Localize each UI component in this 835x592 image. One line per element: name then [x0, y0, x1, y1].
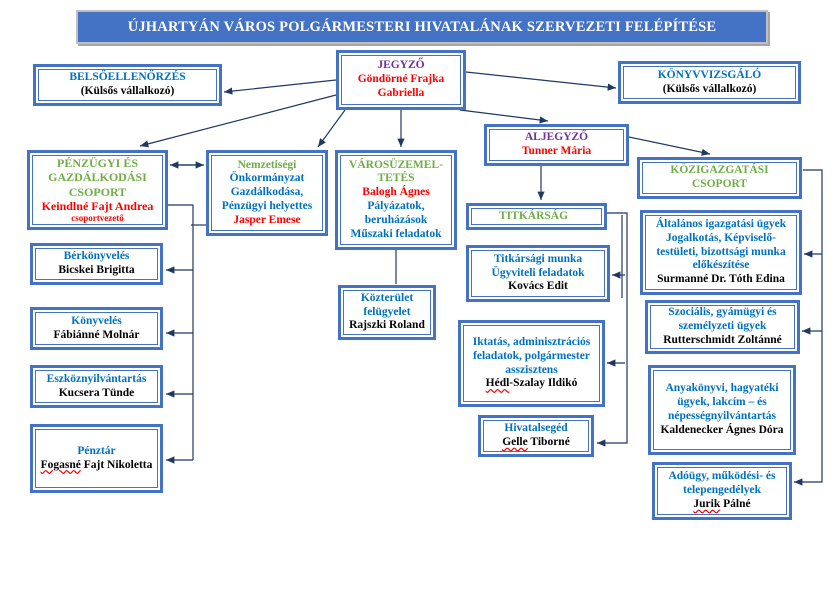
kozigazgatasi-box: KÖZIGAZGATÁSI CSOPORT — [637, 157, 802, 199]
unit-role: Titkársági munka Ügyviteli feladatok — [491, 252, 585, 279]
name-part: -Szalay Ildikó — [509, 377, 578, 390]
unit-anyakonyvi: Anyakönyvi, hagyatéki ügyek, lakcím – és… — [648, 365, 796, 455]
unit-name: Kovács Edit — [508, 280, 568, 293]
jegyzo-name: Göndörné Frajka Gabriella — [357, 73, 445, 99]
belso-role: BELSŐELLENŐRZÉS — [69, 71, 186, 84]
unit-role: Anyakönyvi, hagyatéki ügyek, lakcím – és… — [665, 382, 779, 422]
varosuzemeltetes-box: VÁROSÜZEMEL-TETÉS Balogh Ágnes Pályázato… — [335, 150, 457, 250]
name-part: Gelle — [502, 436, 528, 448]
unit-role: Adóügy, működési- és telepengedélyek — [668, 470, 776, 497]
unit-name: Gelle Tiborné — [502, 436, 570, 450]
belso-sub: (Külsős vállalkozó) — [80, 85, 175, 97]
penzugyi-role: PÉNZÜGYI ÉS GAZDÁLKODÁSI CSOPORT — [48, 155, 147, 199]
unit-eszkoznyilvantartas: Eszköznyilvántartás Kucsera Tünde — [30, 365, 163, 408]
konyvvizsgalo-sub: (Külsős vállalkozó) — [662, 82, 757, 95]
unit-altalanos-igazgatas: Általános igazgatási ügyek Jogalkotás, K… — [640, 210, 802, 295]
unit-name: Fogasné Fajt Nikoletta — [41, 459, 153, 473]
aljegyzo-name: Tunner Mária — [521, 145, 592, 157]
unit-name: Hédl-Szalay Ildikó — [486, 377, 578, 391]
unit-iktatas: Iktatás, adminisztrációs feladatok, polg… — [458, 320, 605, 407]
unit-hivatalseged: Hivatalsegéd Gelle Tiborné — [478, 415, 594, 457]
nemzetisegi-role: Nemzetiségi — [237, 158, 297, 171]
unit-role: Hivatalsegéd — [504, 422, 568, 435]
unit-role: Általános igazgatási ügyek Jogalkotás, K… — [655, 218, 787, 272]
jegyzo-box: JEGYZŐ Göndörné Frajka Gabriella — [336, 50, 466, 110]
unit-name: Rutterschmidt Zoltánné — [663, 333, 782, 346]
unit-role: Könyvelés — [71, 314, 122, 327]
unit-name: Fábiánné Molnár — [53, 328, 140, 341]
nemzetisegi-box: Nemzetiségi Önkormányzat Gazdálkodása, P… — [206, 150, 328, 236]
aljegyzo-role: ALJEGYZŐ — [524, 131, 589, 144]
name-part: Fogasné — [40, 458, 81, 471]
unit-name: Surmanné Dr. Tóth Edina — [657, 273, 785, 286]
penzugyi-box: PÉNZÜGYI ÉS GAZDÁLKODÁSI CSOPORT Keindln… — [27, 150, 168, 230]
titkarsag-box: TITKÁRSÁG — [466, 203, 607, 230]
unit-konyveles: Könyvelés Fábiánné Molnár — [30, 307, 163, 350]
varos-name: Balogh Ágnes — [362, 186, 430, 199]
unit-name: Kucsera Tünde — [58, 386, 135, 399]
kozterulet-name: Rajszki Roland — [349, 319, 425, 332]
unit-role: Pénztár — [77, 444, 116, 457]
unit-szocialis: Szociális, gyámügyi és személyzeti ügyek… — [645, 300, 800, 354]
kozig-role: KÖZIGAZGATÁSI CSOPORT — [670, 164, 769, 190]
penzugyi-position: csoportvezető — [71, 213, 124, 224]
name-part: Fajt Nikoletta — [80, 458, 153, 471]
unit-role: Eszköznyilvántartás — [46, 372, 147, 385]
aljegyzo-box: ALJEGYZŐ Tunner Mária — [484, 124, 629, 166]
unit-name: Kaldenecker Ágnes Dóra — [660, 423, 784, 436]
unit-role: Iktatás, adminisztrációs feladatok, polg… — [472, 335, 591, 376]
kozterulet-role: Közterület felügyelet — [360, 291, 414, 318]
name-part: Pálné — [720, 497, 751, 510]
name-part: Hédl — [485, 377, 510, 390]
unit-berkonyveles: Bérkönyvelés Bicskei Brigitta — [30, 243, 163, 285]
titkarsag-role: TITKÁRSÁG — [499, 209, 569, 222]
varos-tasks: Pályázatok, beruházások Műszaki feladato… — [350, 200, 442, 240]
unit-titkarsagi-munka: Titkársági munka Ügyviteli feladatok Kov… — [466, 245, 610, 302]
unit-role: Bérkönyvelés — [63, 250, 130, 263]
name-part: Tiborné — [527, 436, 570, 448]
konyvvizsgalo-box: KÖNYVVIZSGÁLÓ (Külsős vállalkozó) — [618, 61, 801, 104]
unit-name: Jurik Pálné — [693, 498, 750, 512]
penzugyi-name: Keindlné Fajt Andrea — [41, 199, 154, 213]
nemzetisegi-name: Jasper Emese — [233, 213, 301, 226]
jegyzo-role: JEGYZŐ — [377, 59, 425, 72]
unit-role: Szociális, gyámügyi és személyzeti ügyek — [668, 306, 777, 333]
kozterulet-box: Közterület felügyelet Rajszki Roland — [338, 285, 436, 340]
varos-role: VÁROSÜZEMEL-TETÉS — [349, 158, 443, 185]
belsoellenorzes-box: BELSŐELLENŐRZÉS (Külsős vállalkozó) — [33, 64, 222, 106]
unit-adougy: Adóügy, működési- és telepengedélyek Jur… — [652, 462, 792, 520]
konyvvizsgalo-role: KÖNYVVIZSGÁLÓ — [657, 68, 762, 81]
name-part: Jurik — [693, 497, 721, 510]
unit-penztar: Pénztár Fogasné Fajt Nikoletta — [30, 424, 163, 493]
page-title: ÚJHARTYÁN VÁROS POLGÁRMESTERI HIVATALÁNA… — [78, 12, 766, 42]
unit-name: Bicskei Brigitta — [58, 264, 135, 276]
nemzetisegi-desc: Önkormányzat Gazdálkodása, Pénzügyi hely… — [221, 172, 313, 212]
